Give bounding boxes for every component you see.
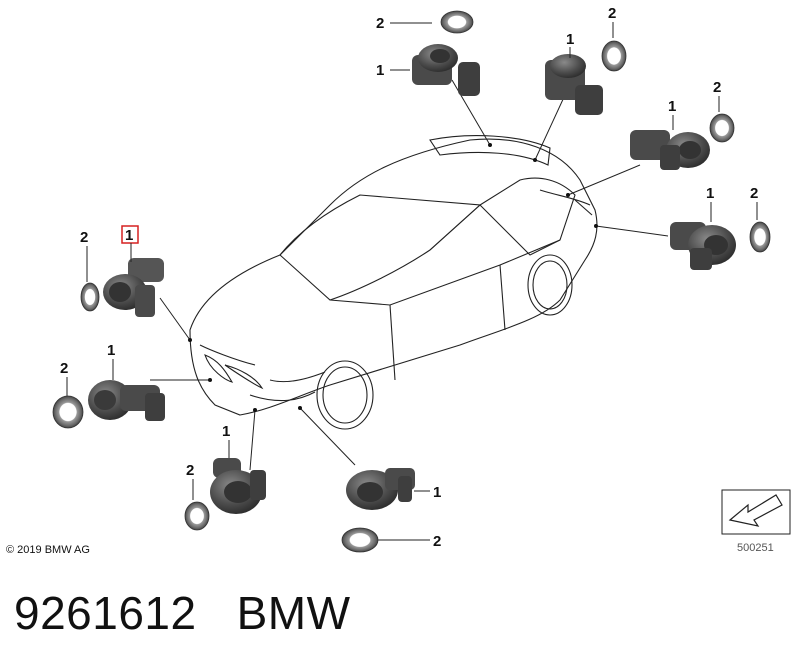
callout-label: 1 xyxy=(107,342,115,359)
ring-rear-left-top xyxy=(440,10,474,34)
copyright-text: © 2019 BMW AG xyxy=(6,544,90,556)
callout-label: 2 xyxy=(376,15,384,32)
reference-box: 500251 xyxy=(721,489,791,554)
ring-rear-center-right xyxy=(709,113,735,143)
sensor-front-center-left xyxy=(210,458,266,514)
part-number: 9261612 xyxy=(14,587,197,639)
callout-label: 1 xyxy=(433,484,441,501)
ring-front-left-corner xyxy=(52,395,84,429)
callouts: 2 1 1 2 1 2 1 2 2 1 2 1 1 2 1 2 xyxy=(60,5,758,550)
callout-label: 1 xyxy=(376,62,384,79)
callout-label: 2 xyxy=(186,462,194,479)
callout-label: 2 xyxy=(750,185,758,202)
ring-rear-right xyxy=(749,221,771,253)
ring-front-left-outer xyxy=(80,282,100,312)
sensor-rear-center-right xyxy=(630,130,710,170)
callout-label: 2 xyxy=(60,360,68,377)
sensor-front-left-corner xyxy=(88,380,165,421)
callout-label: 2 xyxy=(608,5,616,22)
highlighted-callout-box xyxy=(121,225,139,244)
leader-dots xyxy=(188,143,598,412)
callout-label: 1 xyxy=(706,185,714,202)
callout-label-highlighted: 1 xyxy=(125,227,133,244)
ring-rear-center-left xyxy=(601,40,627,72)
sensor-front-left-outer xyxy=(103,258,164,317)
callout-label: 1 xyxy=(222,423,230,440)
callout-label: 1 xyxy=(668,98,676,115)
sensor-rear-center-left xyxy=(545,54,603,115)
reference-number: 500251 xyxy=(737,542,774,554)
brand-name: BMW xyxy=(236,587,351,639)
callout-label: 2 xyxy=(80,229,88,246)
sensor-front-center-right xyxy=(346,468,415,510)
ring-front-center-left xyxy=(184,501,210,531)
arrow-icon xyxy=(728,494,783,527)
callout-label: 1 xyxy=(566,31,574,48)
sensor-rear-right xyxy=(670,222,736,270)
callout-label: 2 xyxy=(713,79,721,96)
ring-front-center-right xyxy=(341,527,379,553)
car-outline xyxy=(189,135,598,430)
part-caption: 9261612 BMW xyxy=(14,586,351,640)
sensor-rear-left-top xyxy=(412,44,480,96)
callout-label: 2 xyxy=(433,533,441,550)
